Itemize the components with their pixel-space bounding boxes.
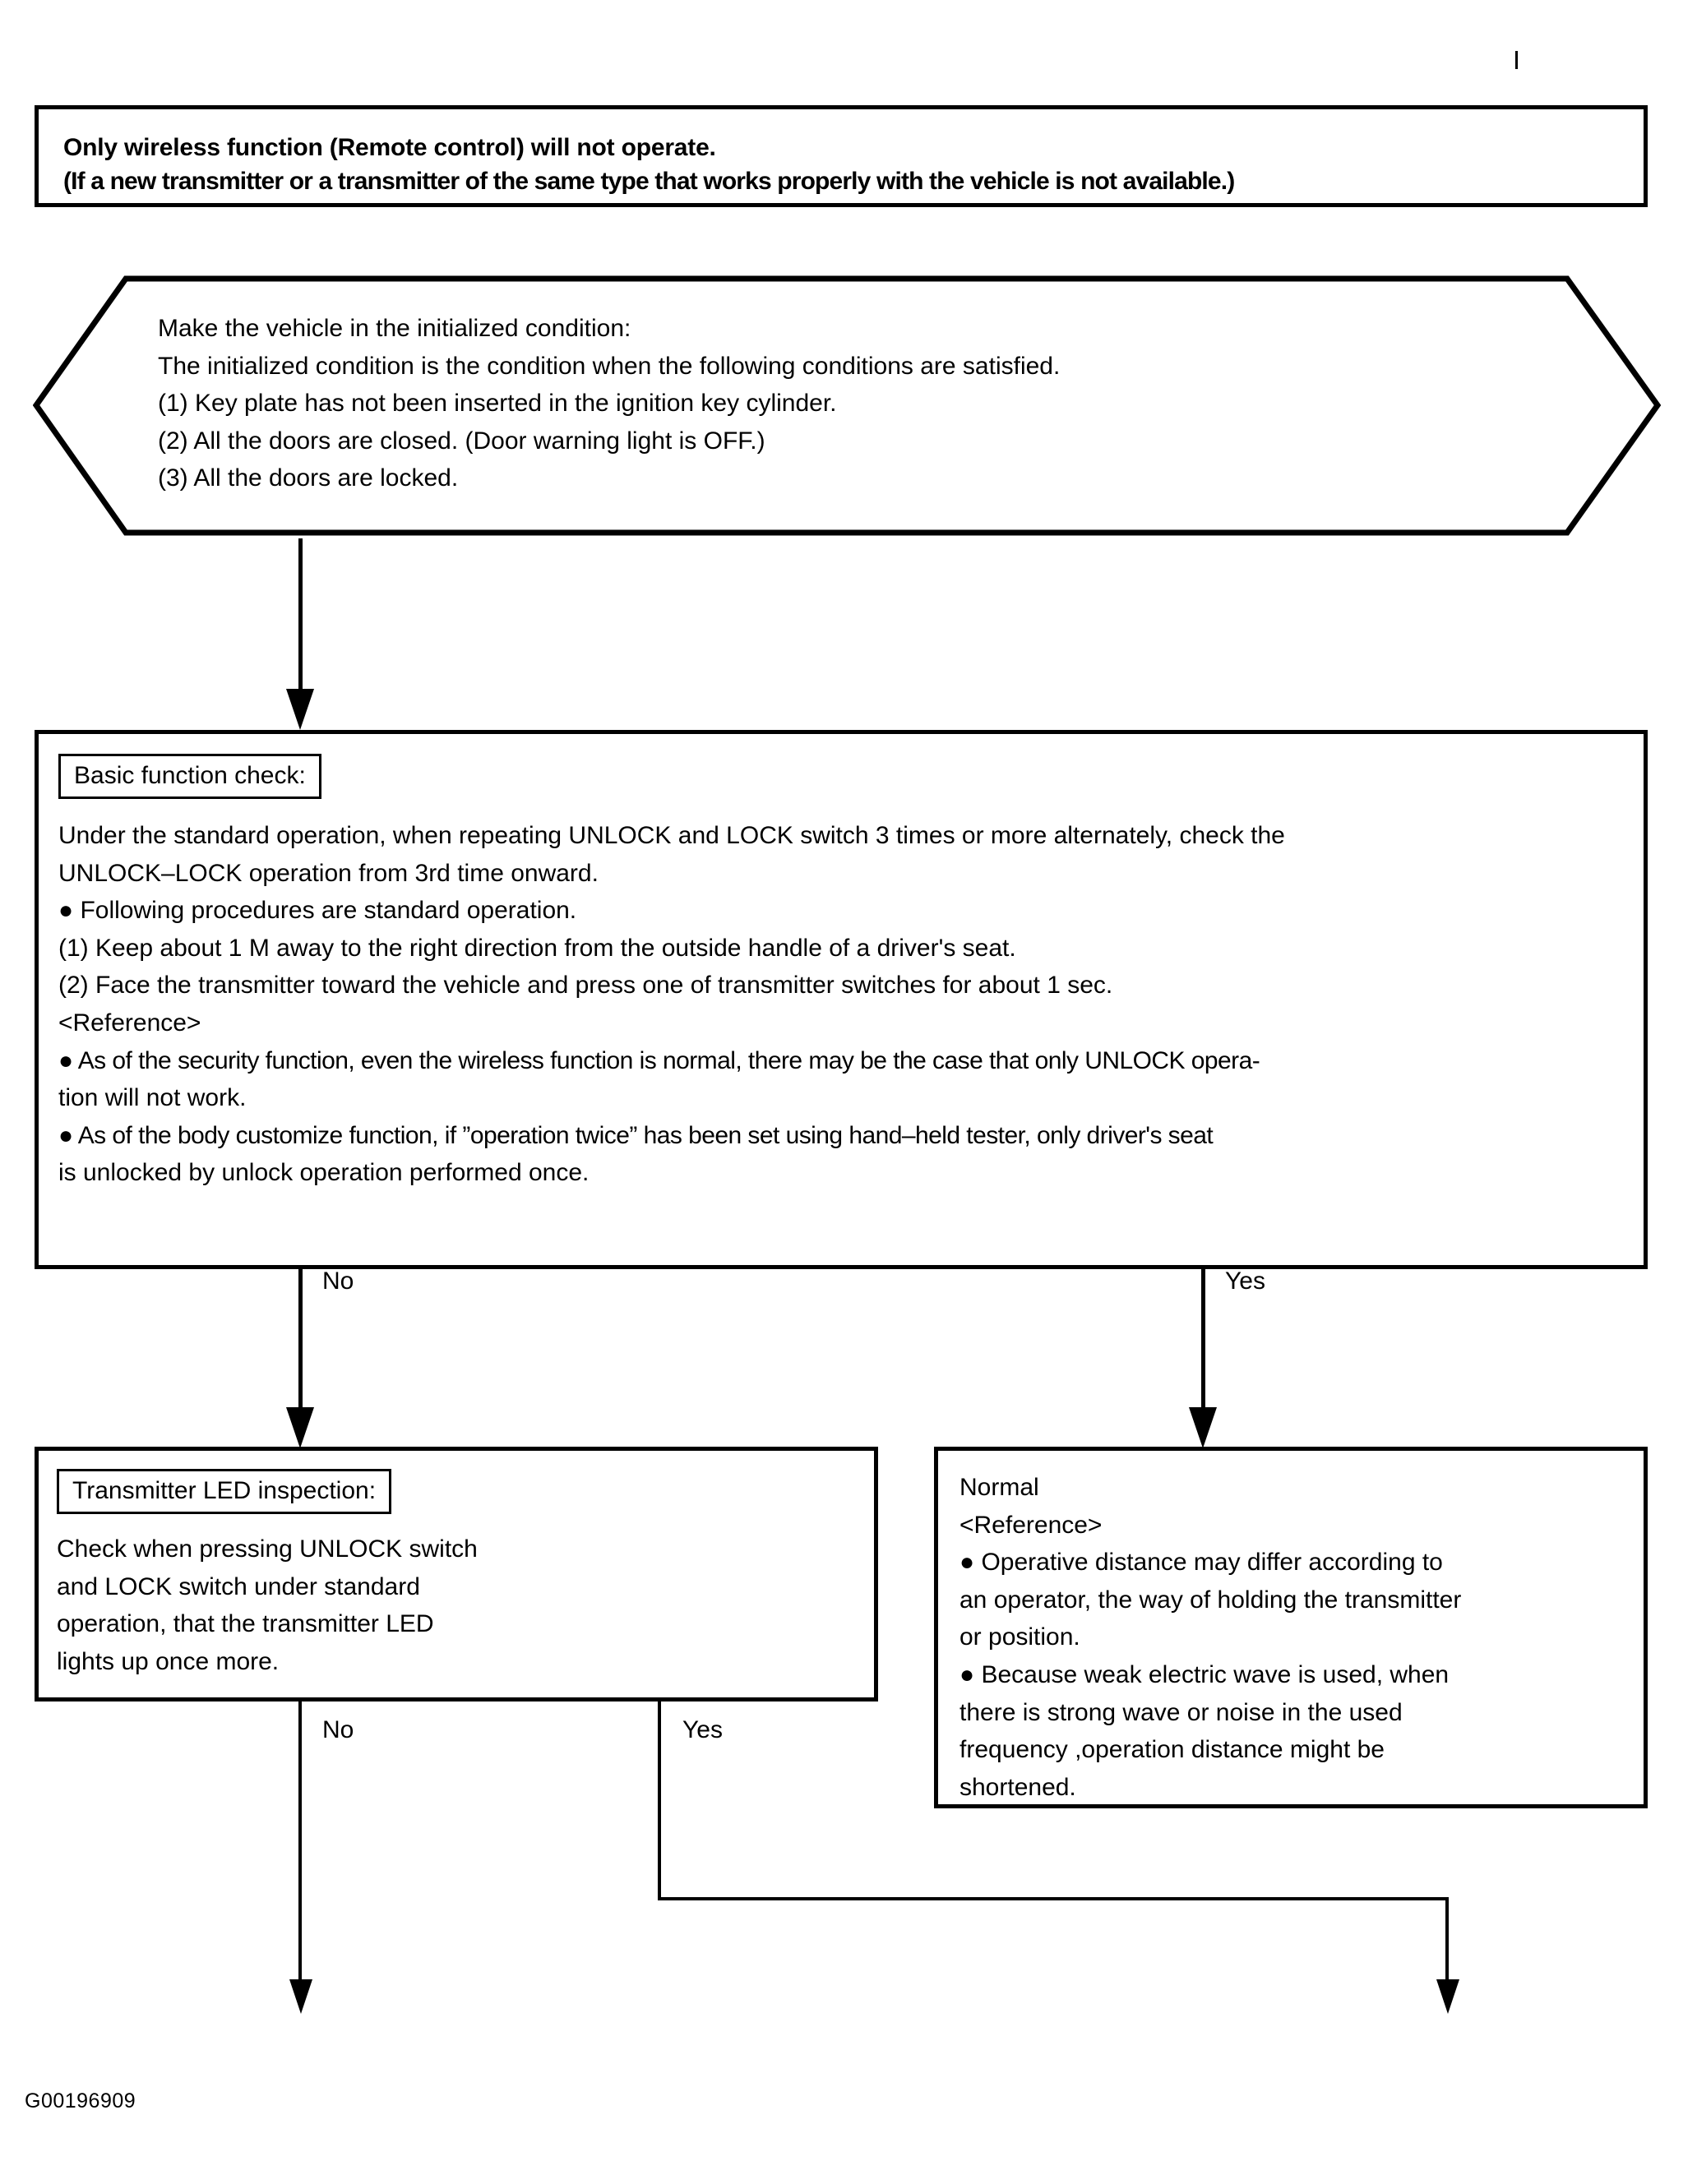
hexagon-line-1: Make the vehicle in the initialized cond…: [158, 315, 631, 342]
connector-hexagon-to-basic-check: [298, 538, 303, 690]
arrowhead-basic-check-no-icon: [286, 1407, 314, 1448]
hexagon-line-4: (2) All the doors are closed. (Door warn…: [158, 427, 765, 455]
edge-label-led-inspection-yes: Yes: [682, 1716, 723, 1743]
connector-basic-check-yes: [1201, 1269, 1205, 1425]
hexagon-text: Make the vehicle in the initialized cond…: [158, 310, 1060, 497]
initialized-condition-hexagon: Make the vehicle in the initialized cond…: [33, 275, 1661, 538]
basic-check-line-4: (1) Keep about 1 M away to the right dir…: [58, 934, 1016, 962]
led-inspection-line-3: operation, that the transmitter LED: [57, 1610, 434, 1638]
basic-check-line-6: <Reference>: [58, 1009, 201, 1037]
basic-function-check-heading: Basic function check:: [58, 754, 321, 799]
transmitter-led-inspection-text: Check when pressing UNLOCK switch and LO…: [39, 1514, 874, 1680]
normal-result-box: Normal <Reference> ● Operative distance …: [934, 1447, 1648, 1808]
led-inspection-line-4: lights up once more.: [57, 1647, 280, 1675]
footer-document-code: G00196909: [25, 2089, 136, 2112]
connector-led-inspection-yes-vertical: [658, 1701, 661, 1900]
basic-check-line-3: ● Following procedures are standard oper…: [58, 897, 577, 925]
arrowhead-basic-check-yes-icon: [1189, 1407, 1217, 1448]
edge-label-basic-check-yes: Yes: [1225, 1267, 1265, 1295]
arrowhead-hexagon-to-basic-check-icon: [286, 689, 314, 730]
hexagon-line-5: (3) All the doors are locked.: [158, 464, 459, 492]
normal-line-9: shortened.: [959, 1773, 1076, 1801]
hexagon-outline-icon: [33, 275, 1661, 536]
title-block: Only wireless function (Remote control) …: [35, 105, 1648, 207]
led-inspection-line-2: and LOCK switch under standard: [57, 1572, 420, 1600]
edge-label-led-inspection-no: No: [322, 1716, 354, 1743]
title-line-1: Only wireless function (Remote control) …: [63, 134, 716, 161]
normal-line-6: ● Because weak electric wave is used, wh…: [959, 1660, 1450, 1688]
transmitter-led-inspection-box: Transmitter LED inspection: Check when p…: [35, 1447, 878, 1701]
edge-label-basic-check-no: No: [322, 1267, 354, 1295]
arrowhead-led-inspection-no-icon: [289, 1979, 312, 2014]
basic-check-line-5: (2) Face the transmitter toward the vehi…: [58, 972, 1113, 1000]
registration-tick-mark: [1515, 51, 1518, 69]
basic-check-line-9: ● As of the body customize function, if …: [58, 1121, 1214, 1149]
normal-line-3: ● Operative distance may differ accordin…: [959, 1549, 1443, 1577]
connector-basic-check-no: [298, 1269, 303, 1425]
hexagon-line-2: The initialized condition is the conditi…: [158, 352, 1061, 380]
basic-function-check-box: Basic function check: Under the standard…: [35, 730, 1648, 1269]
normal-result-text: Normal <Reference> ● Operative distance …: [938, 1451, 1644, 1806]
normal-line-1: Normal: [959, 1474, 1039, 1501]
basic-check-line-1: Under the standard operation, when repea…: [58, 822, 1285, 849]
basic-check-line-7: ● As of the security function, even the …: [58, 1046, 1260, 1074]
basic-check-line-10: is unlocked by unlock operation performe…: [58, 1159, 590, 1187]
connector-led-inspection-yes-dropdown: [1445, 1897, 1449, 1989]
normal-line-2: <Reference>: [959, 1511, 1103, 1539]
connector-led-inspection-no: [298, 1701, 302, 1989]
normal-line-7: there is strong wave or noise in the use…: [959, 1698, 1403, 1726]
connector-led-inspection-yes-horizontal: [658, 1897, 1449, 1900]
basic-check-line-2: UNLOCK–LOCK operation from 3rd time onwa…: [58, 859, 599, 887]
title-block-text: Only wireless function (Remote control) …: [39, 109, 1644, 215]
basic-check-line-8: tion will not work.: [58, 1084, 247, 1112]
arrowhead-led-inspection-yes-icon: [1436, 1979, 1459, 2014]
title-line-2: (If a new transmitter or a transmitter o…: [63, 168, 1235, 196]
led-inspection-line-1: Check when pressing UNLOCK switch: [57, 1535, 478, 1563]
normal-line-5: or position.: [959, 1623, 1080, 1651]
normal-line-4: an operator, the way of holding the tran…: [959, 1586, 1462, 1614]
transmitter-led-inspection-heading: Transmitter LED inspection:: [57, 1469, 392, 1514]
normal-line-8: frequency ,operation distance might be: [959, 1736, 1385, 1764]
basic-function-check-text: Under the standard operation, when repea…: [39, 799, 1644, 1192]
hexagon-line-3: (1) Key plate has not been inserted in t…: [158, 390, 837, 418]
